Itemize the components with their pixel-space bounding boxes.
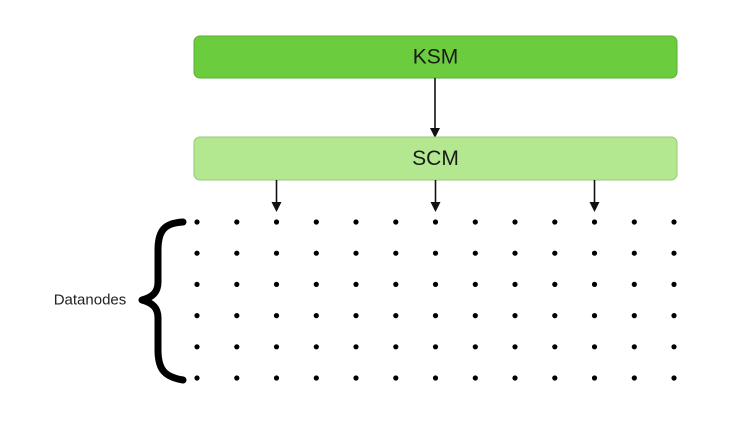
- datanode-dot: [313, 313, 319, 319]
- datanode-dot: [273, 219, 280, 225]
- datanode-dot: [273, 250, 280, 256]
- scm-box: SCM: [193, 136, 678, 181]
- datanode-dot: [591, 250, 598, 256]
- datanode-dot: [472, 281, 478, 287]
- datanode-dot: [353, 375, 359, 381]
- datanode-dot: [194, 344, 200, 350]
- datanode-dot: [432, 250, 439, 256]
- datanode-dot: [591, 375, 598, 381]
- datanode-dot: [353, 313, 359, 319]
- datanode-dot: [393, 313, 399, 319]
- datanode-dot: [631, 375, 637, 381]
- datanode-dot: [512, 250, 518, 256]
- datanodes-label: Datanodes: [54, 292, 127, 309]
- datanode-dot: [591, 219, 598, 225]
- datanode-dot: [273, 375, 280, 381]
- datanode-dot: [472, 375, 478, 381]
- datanode-dot: [472, 344, 478, 350]
- datanode-dot: [234, 250, 240, 256]
- datanode-dot: [432, 219, 439, 225]
- datanode-dot: [194, 250, 200, 256]
- datanode-dot: [671, 281, 677, 287]
- datanode-dot: [313, 281, 319, 287]
- datanode-dot: [432, 375, 439, 381]
- datanode-dot: [353, 250, 359, 256]
- scm-to-datanodes-arrows: [271, 180, 600, 212]
- datanode-dot: [472, 250, 478, 256]
- datanode-dot: [313, 344, 319, 350]
- datanode-dot: [512, 375, 518, 381]
- datanode-dot: [472, 219, 478, 225]
- datanode-dot: [591, 281, 598, 287]
- datanode-dot: [234, 313, 240, 319]
- datanode-dot: [552, 344, 558, 350]
- datanode-dot: [393, 375, 399, 381]
- datanode-dot: [432, 313, 439, 319]
- datanode-dot: [194, 281, 200, 287]
- datanode-dot: [393, 281, 399, 287]
- datanode-dot: [671, 219, 677, 225]
- datanode-dot: [234, 344, 240, 350]
- datanode-dot: [512, 313, 518, 319]
- datanode-dot: [353, 344, 359, 350]
- datanode-dot: [273, 313, 280, 319]
- datanode-dot: [552, 375, 558, 381]
- datanode-dot: [631, 281, 637, 287]
- datanode-dot: [234, 281, 240, 287]
- datanode-dot: [393, 344, 399, 350]
- datanode-dot: [234, 219, 240, 225]
- datanode-dot: [194, 375, 200, 381]
- datanode-dot: [313, 219, 319, 225]
- datanode-dot: [393, 219, 399, 225]
- datanode-dot: [512, 344, 518, 350]
- datanode-dot: [671, 250, 677, 256]
- datanode-dot: [552, 281, 558, 287]
- datanode-dot: [671, 313, 677, 319]
- datanode-dot: [552, 313, 558, 319]
- datanode-dot: [273, 344, 280, 350]
- datanodes-brace: [138, 218, 187, 384]
- datanode-dot: [671, 344, 677, 350]
- datanode-dot: [591, 313, 598, 319]
- datanode-dot: [234, 375, 240, 381]
- scm-label: SCM: [412, 147, 459, 170]
- datanode-dot: [552, 250, 558, 256]
- ksm-label: KSM: [413, 46, 459, 69]
- datanode-dot: [671, 375, 677, 381]
- datanode-dot: [273, 281, 280, 287]
- datanode-dot: [194, 219, 200, 225]
- ksm-box: KSM: [193, 35, 678, 79]
- datanode-dot: [631, 344, 637, 350]
- datanode-dot: [631, 219, 637, 225]
- datanode-grid: [194, 219, 677, 381]
- datanode-dot: [432, 281, 439, 287]
- datanode-dot: [313, 250, 319, 256]
- datanode-dot: [353, 281, 359, 287]
- datanode-dot: [313, 375, 319, 381]
- datanode-dot: [591, 344, 598, 350]
- datanode-dot: [432, 344, 439, 350]
- datanode-dot: [472, 313, 478, 319]
- datanode-dot: [353, 219, 359, 225]
- datanode-dot: [552, 219, 558, 225]
- datanode-dot: [512, 219, 518, 225]
- datanode-dot: [631, 313, 637, 319]
- datanode-dot: [194, 313, 200, 319]
- datanode-dot: [512, 281, 518, 287]
- datanode-dot: [631, 250, 637, 256]
- datanode-dot: [393, 250, 399, 256]
